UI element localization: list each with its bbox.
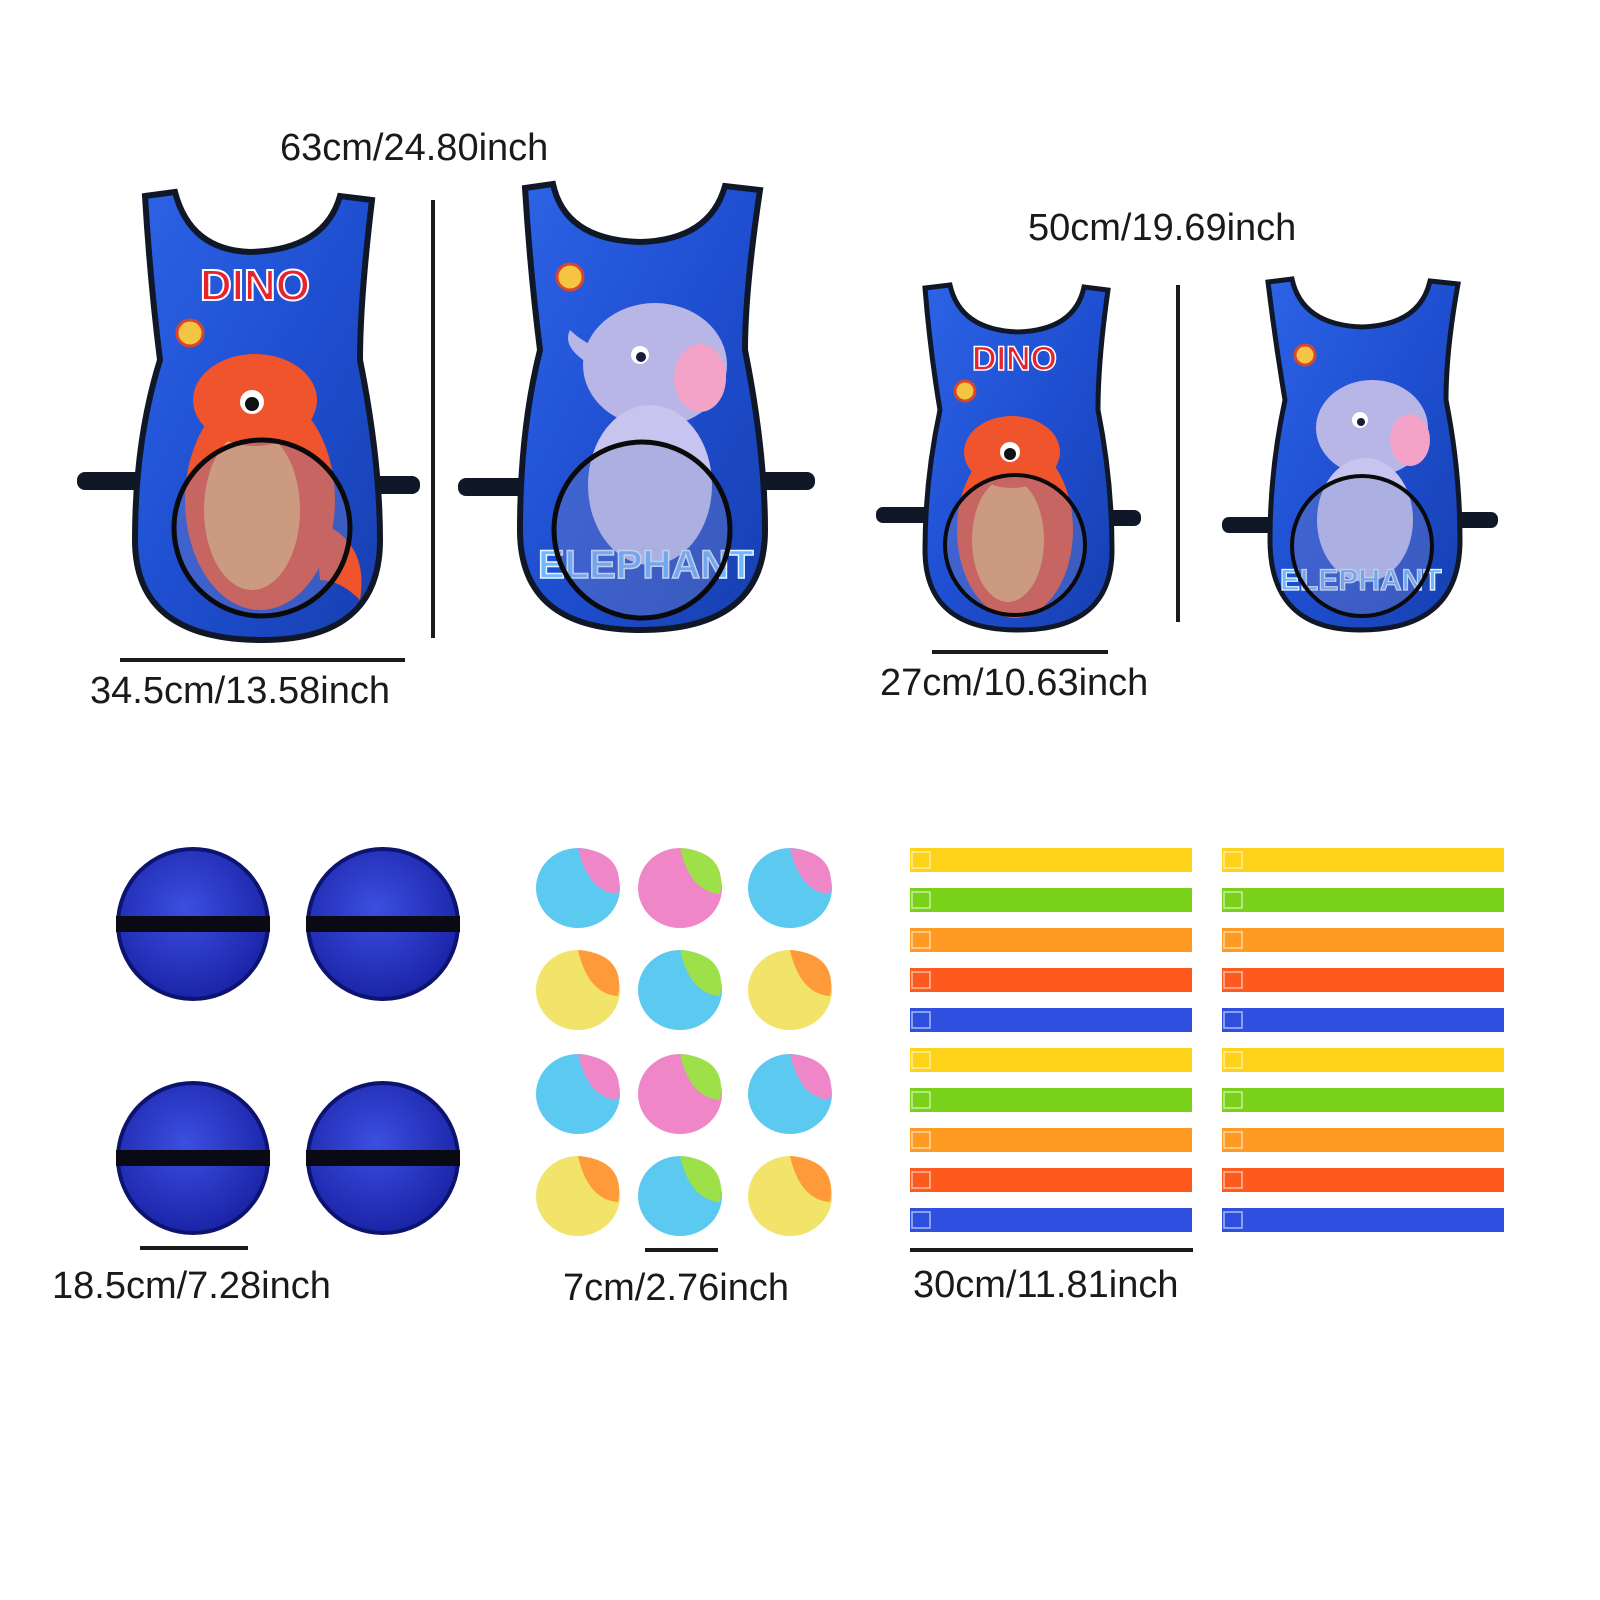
sticky-ball: [748, 1054, 832, 1134]
sticky-ball: [638, 848, 722, 928]
dino-title: DINO: [972, 340, 1057, 378]
target-ring: [171, 437, 353, 619]
small-vest-height-label: 50cm/19.69inch: [1028, 207, 1296, 249]
sticky-balls: [536, 848, 832, 1236]
strap-yellow: [1222, 1048, 1504, 1072]
strap-yellow: [910, 848, 1192, 872]
small-dino-vest: DINO: [876, 282, 1141, 633]
strap-orange: [1222, 1128, 1504, 1152]
target-disc: [306, 847, 460, 1001]
strap-red: [910, 1168, 1192, 1192]
strap-green: [1222, 1088, 1504, 1112]
small-ball-decoration: [555, 262, 585, 292]
sticky-ball: [748, 848, 832, 928]
dino-title: DINO: [200, 261, 310, 310]
sticky-ball: [748, 950, 832, 1030]
strap-yellow: [1222, 848, 1504, 872]
large-dino-vest: DINO: [77, 188, 420, 644]
large-vest-width-label: 34.5cm/13.58inch: [90, 670, 390, 712]
elephant-character: [1316, 380, 1430, 582]
sticky-ball: [536, 950, 620, 1030]
target-discs: [116, 847, 460, 1235]
hook-loop-straps: [910, 848, 1504, 1232]
sticky-ball: [536, 848, 620, 928]
target-ring: [1290, 474, 1434, 618]
sticky-ball: [638, 1054, 722, 1134]
side-strap-left: [876, 507, 938, 523]
large-vest-height-label: 63cm/24.80inch: [280, 127, 548, 169]
strap-orange: [910, 928, 1192, 952]
strap-green: [910, 1088, 1192, 1112]
small-ball-decoration: [953, 379, 977, 403]
strap-blue: [1222, 1008, 1504, 1032]
sticky-ball: [638, 950, 722, 1030]
ball-diameter-label: 7cm/2.76inch: [563, 1267, 789, 1309]
strap-blue: [910, 1208, 1192, 1232]
strap-blue: [1222, 1208, 1504, 1232]
target-disc: [306, 1081, 460, 1235]
target-ring: [943, 473, 1087, 617]
strap-green: [910, 888, 1192, 912]
target-disc: [116, 1081, 270, 1235]
elephant-title: ELEPHANT: [538, 543, 754, 587]
small-ball-decoration: [1293, 343, 1317, 367]
strap-red: [1222, 1168, 1504, 1192]
strap-length-label: 30cm/11.81inch: [913, 1264, 1178, 1306]
target-disc: [116, 847, 270, 1001]
large-elephant-vest: ELEPHANT: [458, 180, 815, 634]
strap-red: [910, 968, 1192, 992]
strap-red: [1222, 968, 1504, 992]
sticky-ball: [638, 1156, 722, 1236]
small-elephant-vest: ELEPHANT: [1222, 276, 1498, 633]
strap-orange: [1222, 928, 1504, 952]
dino-character: [957, 416, 1073, 618]
target-diameter-label: 18.5cm/7.28inch: [52, 1265, 331, 1307]
target-ring: [551, 439, 733, 621]
sticky-ball: [536, 1054, 620, 1134]
strap-blue: [910, 1008, 1192, 1032]
strap-yellow: [910, 1048, 1192, 1072]
small-ball-decoration: [175, 318, 205, 348]
strap-orange: [910, 1128, 1192, 1152]
sticky-ball: [748, 1156, 832, 1236]
strap-green: [1222, 888, 1504, 912]
sticky-ball: [536, 1156, 620, 1236]
small-vest-width-label: 27cm/10.63inch: [880, 662, 1148, 704]
